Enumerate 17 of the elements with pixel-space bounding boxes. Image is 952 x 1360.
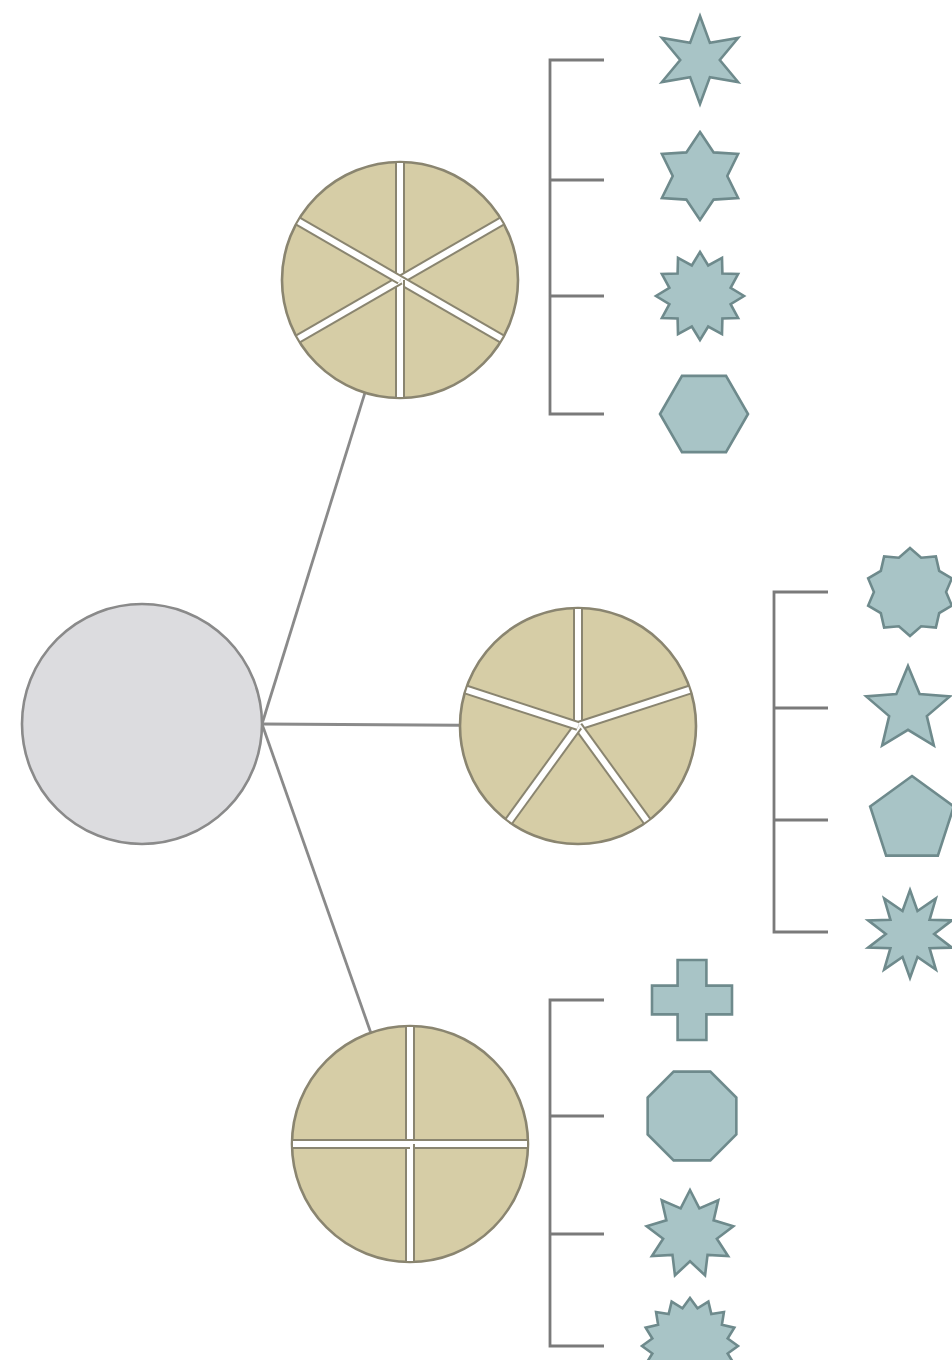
connector-line: [260, 392, 367, 725]
star-shape: [656, 252, 744, 340]
hexagon-shape: [660, 370, 748, 458]
segmented-circle: [292, 1026, 528, 1262]
star-shape: [646, 1190, 734, 1278]
circle-node: [22, 604, 262, 844]
segmented-circle: [460, 608, 696, 844]
star-shape: [656, 132, 744, 220]
star-shape: [866, 548, 952, 636]
cross-shape: [652, 960, 732, 1040]
star-shape: [866, 890, 952, 978]
connector-line: [262, 722, 460, 727]
star-shape: [656, 16, 744, 104]
connector-line: [260, 723, 373, 1034]
octagon-shape: [644, 1068, 740, 1164]
star-shape: [864, 666, 952, 754]
segmented-circle: [282, 162, 518, 398]
